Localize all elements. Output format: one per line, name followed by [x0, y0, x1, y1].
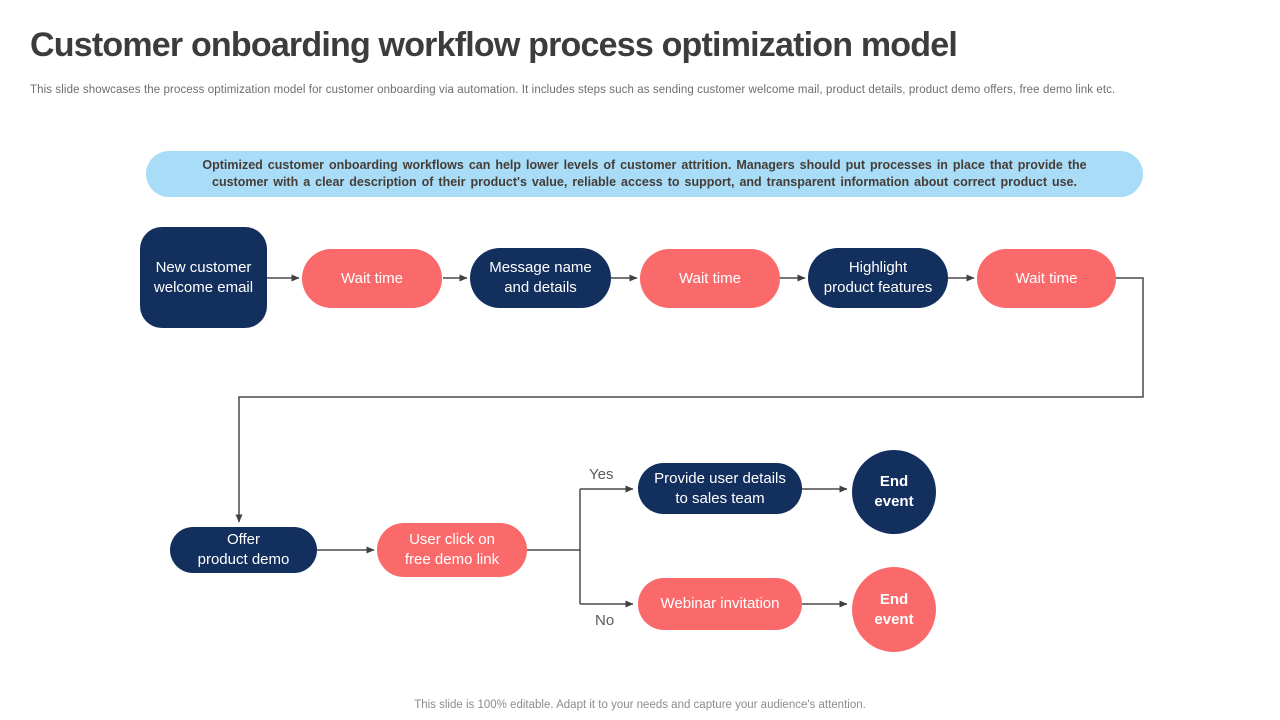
branch-label-yes: Yes — [589, 466, 614, 483]
node-end-event-no: End event — [852, 567, 936, 652]
key-message-text: Optimized customer onboarding workflows … — [202, 158, 1087, 189]
node-wait-time-2: Wait time — [640, 249, 780, 308]
node-wait-time-1: Wait time — [302, 249, 442, 308]
node-new-customer-welcome-email: New customer welcome email — [140, 227, 267, 328]
page-title: Customer onboarding workflow process opt… — [30, 26, 958, 64]
footer-note: This slide is 100% editable. Adapt it to… — [414, 699, 866, 711]
node-wait-time-3: Wait time — [977, 249, 1116, 308]
key-message-banner: Optimized customer onboarding workflows … — [146, 151, 1143, 197]
node-webinar-invitation: Webinar invitation — [638, 578, 802, 630]
slide-subtitle: This slide showcases the process optimiz… — [30, 84, 1116, 96]
node-offer-product-demo: Offer product demo — [170, 527, 317, 573]
node-end-event-yes: End event — [852, 450, 936, 534]
node-message-name-and-details: Message name and details — [470, 248, 611, 308]
branch-label-no: No — [595, 612, 615, 629]
node-provide-user-details: Provide user details to sales team — [638, 463, 802, 514]
node-user-click-free-demo-link: User click on free demo link — [377, 523, 527, 577]
node-highlight-product-features: Highlight product features — [808, 248, 948, 308]
